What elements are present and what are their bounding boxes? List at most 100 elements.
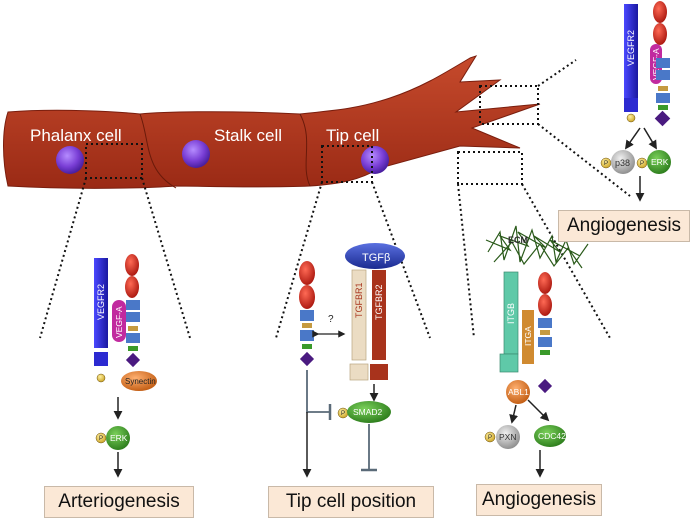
zoom-box-filopodia-bottom xyxy=(457,151,523,185)
phospho-site xyxy=(96,373,106,383)
smad2-label: SMAD2 xyxy=(353,407,383,417)
p38-label: p38 xyxy=(615,158,630,168)
erk-label: ERK xyxy=(110,433,128,443)
receptor-domain xyxy=(126,312,140,322)
stalk-nucleus xyxy=(182,140,210,168)
vegfr2-receptor xyxy=(624,4,638,98)
vegfr2-kinase xyxy=(624,98,638,112)
phospho-site xyxy=(626,113,636,123)
vegfa-ligand-top2 xyxy=(653,23,667,45)
synectin-node xyxy=(121,371,157,391)
ecm-fibers xyxy=(485,225,589,269)
phospho-label: P xyxy=(640,161,644,167)
vegfa-ligand-top xyxy=(653,1,667,23)
cell-boundary-2 xyxy=(299,113,311,187)
abl1-node xyxy=(506,380,530,404)
receptor-domain xyxy=(658,105,668,110)
arrow-to-p38 xyxy=(624,127,641,150)
abl1-label: ABL1 xyxy=(508,387,529,397)
receptor-domain xyxy=(126,300,140,310)
itgb-label: ITGB xyxy=(506,303,516,324)
tgfbr2-kinase xyxy=(370,364,388,380)
zoom-box-tip xyxy=(321,145,373,183)
phospho-p38 xyxy=(600,157,612,169)
phospho-erk xyxy=(636,157,648,169)
tgfb-label: TGFβ xyxy=(362,252,390,264)
tgfb-ligand xyxy=(345,243,405,269)
smad2-node xyxy=(347,401,391,423)
receptor-domain xyxy=(656,58,670,68)
vegfr2-label: VEGFR2 xyxy=(626,30,636,66)
panel-tip-position: ? TGFβ TGFBR1 TGFBR2 P SMAD2 xyxy=(299,243,405,478)
pxn-node xyxy=(496,425,520,449)
receptor-domain xyxy=(656,93,670,103)
phalanx-cell-label: Phalanx cell xyxy=(30,126,122,145)
cell-outline xyxy=(3,55,541,189)
vegfa-label: VEGF-A xyxy=(114,306,124,338)
vegfr2-label: VEGFR2 xyxy=(96,284,106,320)
tip-cell-label: Tip cell xyxy=(326,126,379,145)
cell-boundary-1 xyxy=(139,113,177,189)
itga-label: ITGA xyxy=(523,326,533,346)
panel-ecm: ECM ITGB ITGA ABL1 P PXN CDC42 xyxy=(484,225,589,478)
phospho-pxn xyxy=(484,431,496,443)
receptor-diamond xyxy=(125,352,141,368)
receptor-domain xyxy=(300,310,314,321)
receptor-domain xyxy=(126,333,140,343)
erk-node xyxy=(106,426,130,450)
zoom-line xyxy=(457,183,475,339)
inhibition-line xyxy=(306,370,330,413)
tgfbr2-receptor xyxy=(372,270,386,360)
vegfa-ligand xyxy=(125,276,139,298)
outcome-arteriogenesis: Arteriogenesis xyxy=(44,486,194,518)
vegfr2-receptor xyxy=(94,258,108,348)
phospho-label: P xyxy=(341,411,345,417)
vegfr2-kinase xyxy=(94,352,108,366)
vegf-ligand xyxy=(299,261,315,285)
question-mark: ? xyxy=(328,314,334,325)
receptor-domain xyxy=(300,330,314,341)
tgfbr1-receptor xyxy=(351,269,367,361)
arrow-to-pxn xyxy=(509,404,519,424)
itga-receptor xyxy=(522,310,534,364)
vegf-ligand xyxy=(538,294,552,316)
zoom-line xyxy=(39,177,87,339)
panel-top-right: VEGFR2 VEGF-A P p38 P ERK xyxy=(600,1,671,202)
vegfa-ligand xyxy=(125,254,139,276)
zoom-line xyxy=(141,177,191,339)
erk-label-top: ERK xyxy=(651,157,669,167)
arrow-to-cdc42 xyxy=(527,399,550,422)
arrow-to-erk xyxy=(643,127,657,150)
receptor-domain xyxy=(540,330,550,335)
ecm-label: ECM xyxy=(508,235,528,245)
receptor-domain xyxy=(128,326,138,331)
vegf-ligand xyxy=(299,285,315,309)
zoom-line xyxy=(537,59,577,87)
tgfbr1-kinase xyxy=(349,363,369,381)
vegf-ligand xyxy=(538,272,552,294)
zoom-indicators xyxy=(39,59,631,339)
phospho-label: P xyxy=(604,161,608,167)
receptor-domain xyxy=(302,323,312,328)
endothelial-cells: Phalanx cell Stalk cell Tip cell xyxy=(3,55,541,189)
p38-node xyxy=(611,150,635,174)
erk-node-top xyxy=(647,150,671,174)
tgfbr1-label: TGFBR1 xyxy=(354,282,364,318)
receptor-domain xyxy=(540,350,550,355)
receptor-domain xyxy=(538,318,552,328)
phospho-label: P xyxy=(488,435,492,441)
phospho-label: P xyxy=(99,436,103,442)
phalanx-nucleus xyxy=(56,146,84,174)
receptor-diamond xyxy=(299,351,315,367)
cdc42-node xyxy=(534,425,566,447)
receptor-domain xyxy=(128,346,138,351)
vegfa-bar xyxy=(112,300,126,342)
zoom-line xyxy=(521,183,611,339)
zoom-box-filopodia-top xyxy=(479,85,539,125)
cdc42-label: CDC42 xyxy=(538,431,566,441)
outcome-angiogenesis-top: Angiogenesis xyxy=(558,210,690,242)
synectin-label: Synectin xyxy=(125,377,156,386)
outcome-tip-cell-position: Tip cell position xyxy=(268,486,434,518)
itgb-foot xyxy=(499,353,519,373)
